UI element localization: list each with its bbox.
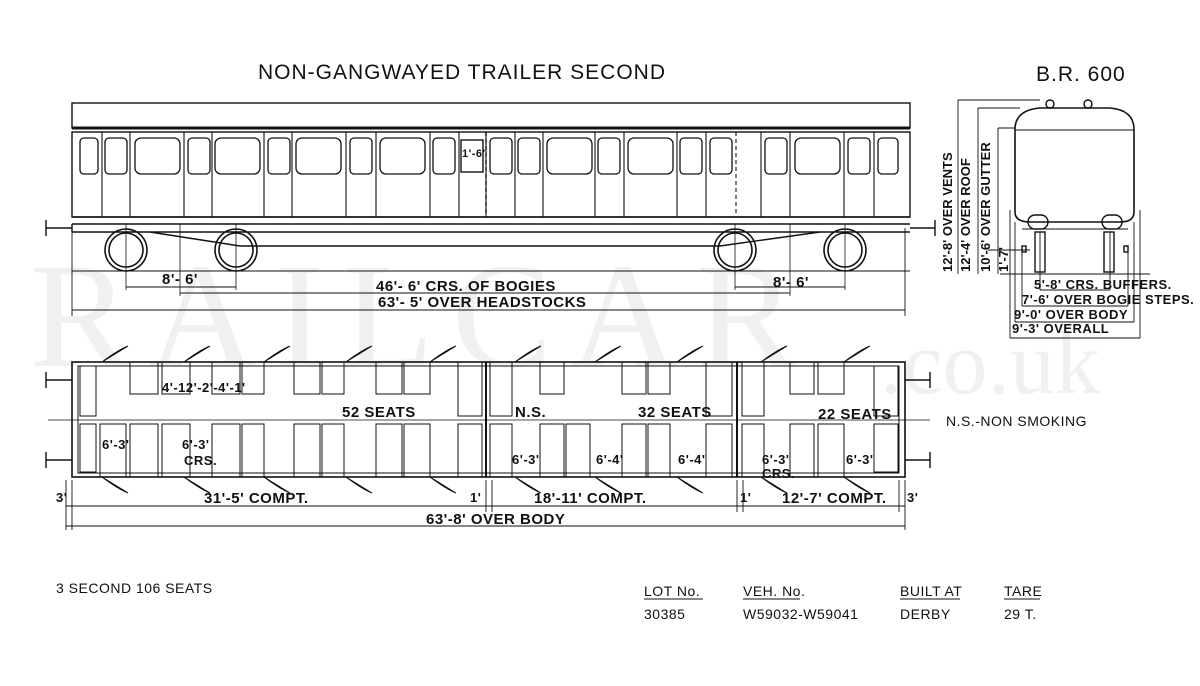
lot-value: 30385	[644, 606, 686, 622]
seat-dim-d: 6'-3'	[846, 452, 874, 467]
bogie-wheels	[104, 228, 867, 272]
window-note: 1'-6'	[462, 148, 486, 160]
vehicle-value: W59032-W59041	[743, 606, 859, 622]
end-elevation	[957, 99, 1150, 339]
end-dim-right: 3'	[907, 490, 919, 505]
seats-compartment-1: 52 SEATS	[342, 404, 416, 421]
non-smoking-marker: N.S.	[515, 404, 547, 421]
rail-height-dim: 1'-7'	[996, 247, 1011, 272]
over-roof-dim: 12'-4' OVER ROOF	[958, 158, 973, 272]
crs-label-1: CRS.	[184, 453, 218, 468]
plan-view	[45, 345, 931, 530]
seat-dim-b: 6'-4'	[596, 452, 624, 467]
seat-dim-a: 6'-3'	[512, 452, 540, 467]
bogie-wheelbase-right: 8'- 6'	[773, 274, 809, 291]
partition-2-width: 1'	[740, 490, 752, 505]
compartment-1-length: 31'-5' COMPT.	[204, 490, 309, 507]
crs-label-2: CRS.	[762, 466, 796, 481]
bogie-centres: 46'- 6' CRS. OF BOGIES	[376, 278, 556, 295]
end-dim-left: 3'	[56, 490, 68, 505]
buffer-centres: 5'-8' CRS. BUFFERS.	[1034, 277, 1172, 292]
seat-dim-left: 6'-3'	[102, 437, 130, 452]
seating-summary: 3 SECOND 106 SEATS	[56, 580, 213, 596]
over-headstocks: 63'- 5' OVER HEADSTOCKS	[378, 294, 587, 311]
plan-over-body: 63'-8' OVER BODY	[426, 511, 566, 528]
page-title: NON-GANGWAYED TRAILER SECOND	[258, 61, 666, 84]
vehicle-header: VEH. No.	[743, 583, 806, 599]
seat-dim-crs-1: 6'-3'	[182, 437, 210, 452]
built-at-value: DERBY	[900, 606, 951, 622]
over-vents-dim: 12'-8' OVER VENTS	[940, 152, 955, 272]
diagram-number: B.R. 600	[1036, 63, 1126, 86]
end-overall: 9'-3' OVERALL	[1012, 321, 1110, 336]
seats-compartment-2: 32 SEATS	[638, 404, 712, 421]
end-over-body: 9'-0' OVER BODY	[1014, 307, 1129, 322]
partition-1-width: 1'	[470, 490, 482, 505]
tare-header: TARE	[1004, 583, 1043, 599]
lot-header: LOT No.	[644, 583, 701, 599]
seat-dim-crs-2: 6'-3'	[762, 452, 790, 467]
seats-compartment-3: 22 SEATS	[818, 406, 892, 423]
side-elevation	[45, 102, 936, 316]
compartment-2-length: 18'-11' COMPT.	[534, 490, 647, 507]
over-gutter-dim: 10'-6' OVER GUTTER	[978, 142, 993, 272]
tare-value: 29 T.	[1004, 606, 1037, 622]
seat-dim-c: 6'-4'	[678, 452, 706, 467]
built-at-header: BUILT AT	[900, 583, 963, 599]
upper-seat-dims: 4'-12'-2'-4'-1'	[162, 380, 246, 395]
compartment-3-length: 12'-7' COMPT.	[782, 490, 887, 507]
bogie-wheelbase-left: 8'- 6'	[162, 271, 198, 288]
over-bogie-steps: 7'-6' OVER BOGIE STEPS.	[1022, 292, 1195, 307]
non-smoking-legend: N.S.-NON SMOKING	[946, 413, 1088, 429]
